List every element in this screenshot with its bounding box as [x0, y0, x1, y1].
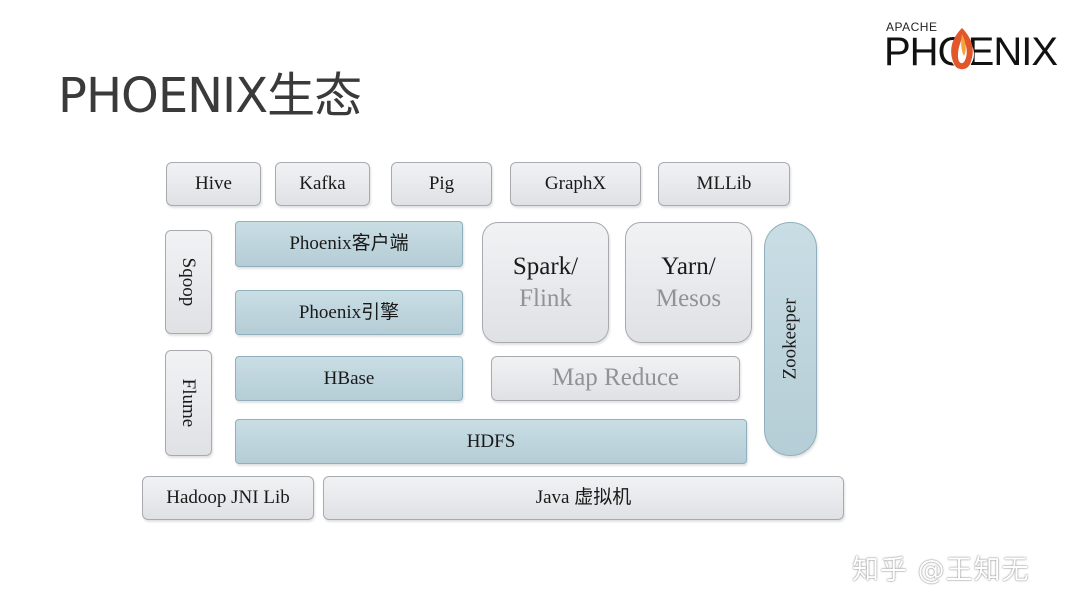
pig-box: Pig: [391, 162, 492, 206]
logo-apache-text: APACHE: [886, 20, 938, 34]
flume-box: Flume: [165, 350, 212, 456]
zookeeper-box: Zookeeper: [764, 222, 817, 456]
hdfs-label: HDFS: [466, 430, 516, 452]
graphx-box: GraphX: [510, 162, 641, 206]
sqoop-box: Sqoop: [165, 230, 212, 334]
yarn-label: Yarn/: [661, 253, 716, 281]
sqoop-label: Sqoop: [178, 257, 200, 307]
mllib-box: MLLib: [658, 162, 790, 206]
mesos-label: Mesos: [655, 284, 722, 312]
hive-label: Hive: [195, 173, 232, 195]
yarn-mesos-label: Yarn/ Mesos: [656, 251, 721, 314]
hadoop-jni-box: Hadoop JNI Lib: [142, 476, 314, 520]
map-reduce-label: Map Reduce: [551, 364, 680, 392]
hive-box: Hive: [166, 162, 261, 206]
graphx-label: GraphX: [544, 173, 607, 195]
map-reduce-box: Map Reduce: [491, 356, 740, 401]
kafka-label: Kafka: [299, 173, 346, 195]
java-vm-box: Java 虚拟机: [323, 476, 844, 520]
pig-label: Pig: [428, 173, 455, 195]
hdfs-box: HDFS: [235, 419, 747, 464]
kafka-box: Kafka: [275, 162, 370, 206]
phoenix-client-label: Phoenix客户端: [289, 233, 409, 255]
hbase-box: HBase: [235, 356, 463, 401]
phoenix-engine-label: Phoenix引擎: [298, 301, 400, 323]
phoenix-flame-icon: [950, 28, 974, 70]
hadoop-jni-label: Hadoop JNI Lib: [166, 487, 290, 509]
phoenix-client-box: Phoenix客户端: [235, 221, 463, 267]
spark-flink-box: Spark/ Flink: [482, 222, 609, 343]
mllib-label: MLLib: [696, 173, 752, 195]
apache-phoenix-logo: APACHE PHOENIX: [884, 18, 1069, 78]
spark-flink-label: Spark/ Flink: [513, 251, 578, 314]
spark-label: Spark/: [512, 253, 579, 281]
zhihu-watermark: 知乎 @王知无: [852, 555, 1030, 586]
yarn-mesos-box: Yarn/ Mesos: [625, 222, 752, 343]
flink-label: Flink: [519, 284, 572, 312]
slide-title: PHOENIX生态: [58, 68, 362, 124]
java-vm-label: Java 虚拟机: [535, 487, 632, 509]
hbase-label: HBase: [323, 367, 375, 389]
flume-label: Flume: [178, 378, 200, 428]
zookeeper-label: Zookeeper: [779, 298, 801, 380]
phoenix-engine-box: Phoenix引擎: [235, 290, 463, 335]
